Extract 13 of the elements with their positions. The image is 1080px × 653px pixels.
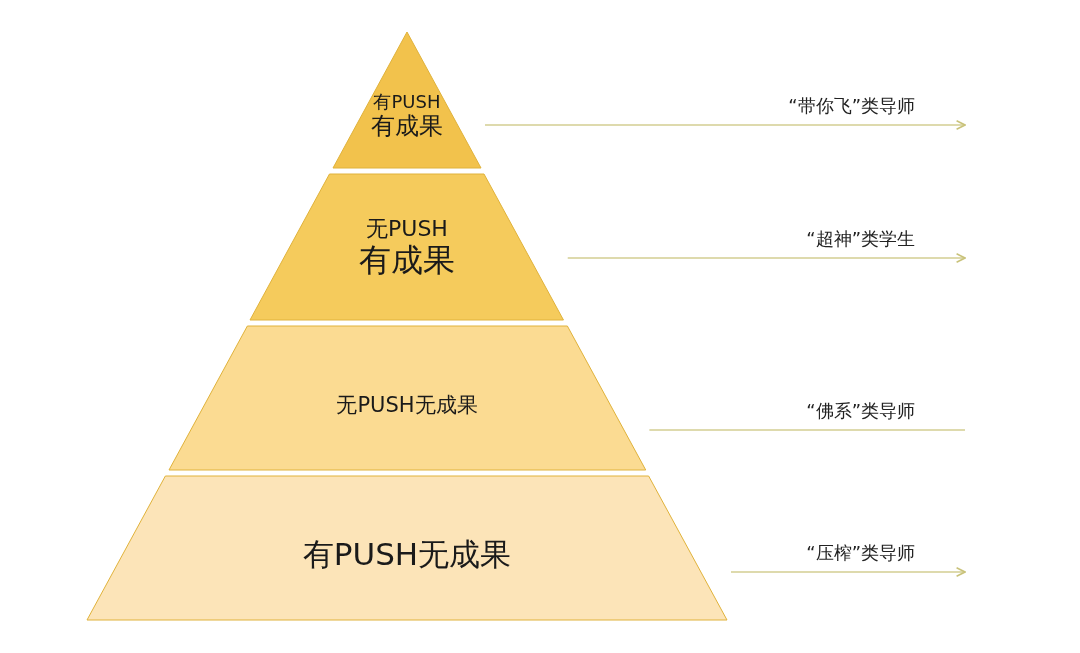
- tier-label: 无PUSH: [366, 216, 448, 242]
- tier-label: 有成果: [359, 241, 455, 279]
- arrow: [730, 567, 966, 577]
- edge-label: “超神”类学生: [806, 227, 915, 251]
- tier-label: 有PUSH: [373, 91, 441, 113]
- tier-label: 有PUSH无成果: [302, 537, 512, 573]
- edge-label: “压榨”类导师: [806, 541, 915, 565]
- arrow: [567, 253, 966, 263]
- arrow: [484, 120, 966, 130]
- tier-label: 有成果: [371, 112, 443, 141]
- tier-label: 无PUSH无成果: [336, 392, 478, 418]
- edge-label: “佛系”类导师: [806, 399, 915, 423]
- edge-label: “带你飞”类导师: [788, 94, 915, 118]
